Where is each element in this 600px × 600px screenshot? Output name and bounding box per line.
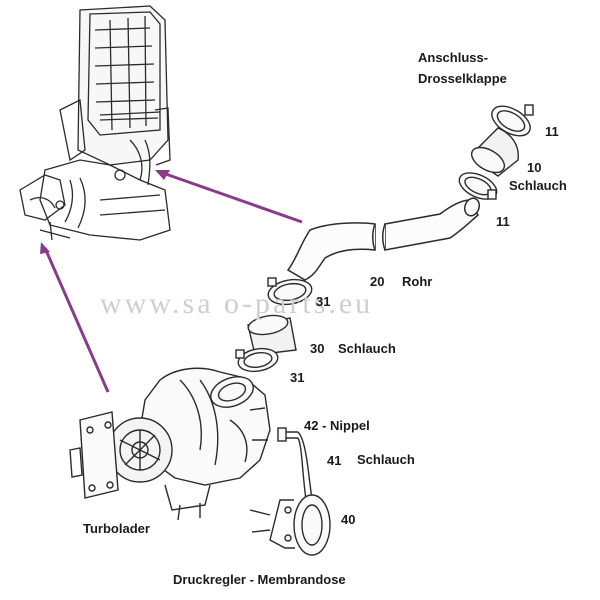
label-part-40: 40 [341, 512, 356, 527]
label-clamp-mid: 11 [496, 214, 510, 229]
label-hose-small-name: Schlauch [357, 452, 415, 467]
hose-top [470, 127, 519, 177]
label-hose-top-num: 10 [527, 160, 542, 175]
label-clamp-top: 11 [545, 124, 559, 139]
label-pipe-name: Rohr [402, 274, 433, 289]
label-anschluss-line2: Drosselklappe [418, 71, 507, 86]
label-hose-top-name: Schlauch [509, 178, 567, 193]
label-nipple: 42 - Nippel [304, 418, 370, 433]
clamp-lower-a [267, 277, 313, 306]
label-clamp-lower-b: 31 [290, 370, 305, 385]
label-hose-lower-num: 30 [310, 341, 325, 356]
label-druckregler: Druckregler - Membrandose [173, 572, 346, 587]
hose-lower [247, 314, 297, 356]
engine-assembly-drawing [19, 5, 171, 241]
label-pipe-num: 20 [370, 274, 385, 289]
pipe-rohr [286, 197, 481, 281]
clamp-lower-b [235, 347, 279, 373]
label-hose-small-num: 41 [327, 453, 342, 468]
label-clamp-lower-a: 31 [316, 294, 331, 309]
pointer-lines [40, 170, 303, 393]
turbocharger-drawing [69, 367, 271, 521]
label-anschluss-line1: Anschluss- [418, 50, 489, 65]
watermark-text: www.sa o-parts.eu [100, 287, 374, 320]
clamp-mid [458, 172, 498, 200]
wastegate-actuator [249, 494, 331, 556]
small-hose-41 [277, 427, 313, 501]
label-hose-lower-name: Schlauch [338, 341, 396, 356]
clamp-top [491, 104, 534, 137]
label-turbolader: Turbolader [83, 521, 150, 536]
